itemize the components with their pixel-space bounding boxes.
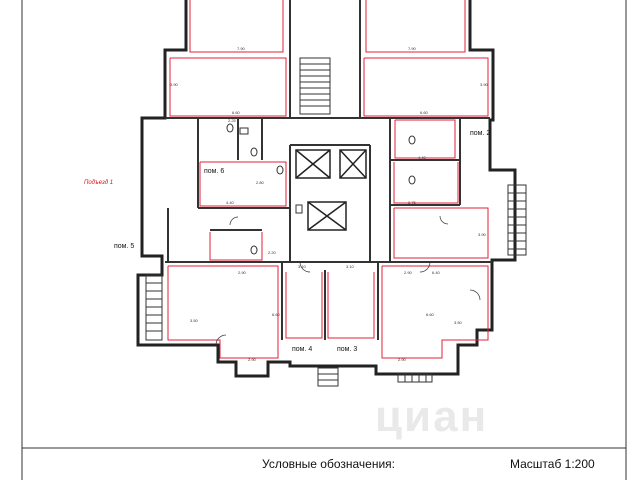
dimension-label: 2.80 [256,180,264,185]
room-outlines [167,0,489,359]
room-3-label: пом. 3 [337,346,358,353]
watermark: циан [375,392,489,441]
dimension-label: 3.10 [346,264,354,269]
elevator-shafts [295,149,367,231]
dimension-label: 2.90 [404,270,412,275]
sanitary-fixtures [226,123,416,255]
dimension-label: 3.50 [454,320,462,325]
interior-walls [165,0,492,340]
scale-label: Масштаб 1:200 [510,457,595,471]
dimension-label: 2.20 [268,250,276,255]
dimension-label: 2.75 [408,200,416,205]
dimension-label: 7.90 [408,46,416,51]
dimension-label: 2.90 [398,357,406,362]
dimension-label: 3.90 [478,232,486,237]
sheet-frame [21,0,627,480]
outer-walls [136,0,517,378]
entrance-steps [317,367,433,387]
staircase-top [299,57,331,115]
dimension-label: 6.60 [232,110,240,115]
room-2-label: пом. 2 [470,130,491,137]
staircase-left [145,274,163,341]
door-swings [215,215,481,346]
dimension-label: 2.90 [238,270,246,275]
dimension-label: 6.60 [272,312,280,317]
entrance-label: Подъезд 1 [84,180,114,186]
legend-title: Условные обозначения: [262,457,395,471]
dimension-label: 3.10 [298,264,306,269]
dimension-label: 2.90 [248,357,256,362]
dimension-label: 2.25 [228,118,236,123]
dimension-label: 6.60 [426,312,434,317]
dimension-label: 3.90 [170,82,178,87]
room-5-label: пом. 5 [114,243,135,250]
dimension-label: 6.40 [432,270,440,275]
dimension-label: 4.40 [418,155,426,160]
dimension-label: 7.90 [237,46,245,51]
dimension-label: 3.50 [190,318,198,323]
dimension-label: 6.60 [420,110,428,115]
room-6-label: пом. 6 [204,168,225,175]
staircase-right [507,184,527,256]
dimension-label: 4.40 [226,200,234,205]
room-4-label: пом. 4 [292,346,313,353]
dimension-label: 3.90 [480,82,488,87]
